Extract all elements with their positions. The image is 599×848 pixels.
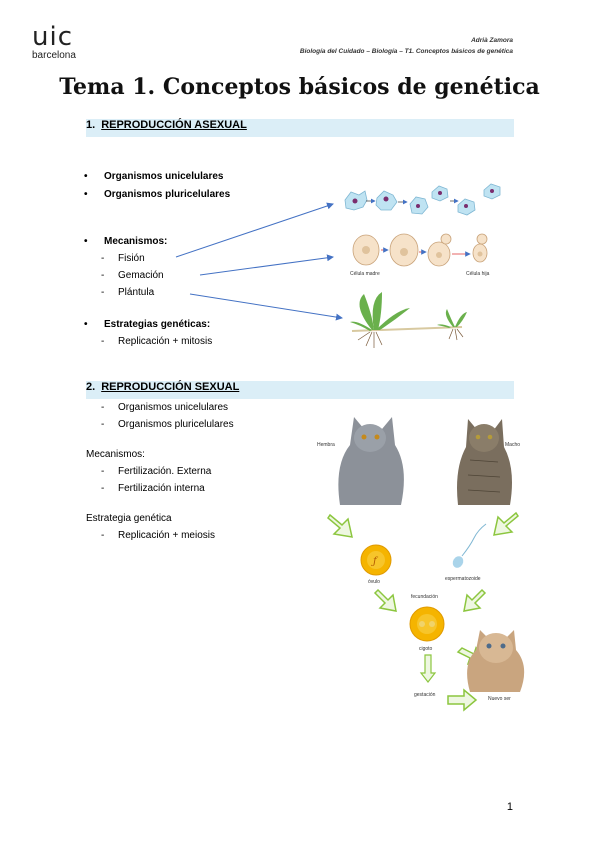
mechanisms-label: Mecanismos: [86, 449, 145, 460]
list-item: Fertilización. Externa [86, 466, 211, 477]
list-item: Gemación [86, 270, 164, 281]
list-item: Replicación + mitosis [86, 336, 212, 347]
uic-logo: uic [32, 22, 73, 52]
connector-arrow [175, 202, 334, 258]
page-number: 1 [506, 801, 513, 813]
list-item: Replicación + meiosis [86, 530, 215, 541]
male-label: Macho [505, 442, 520, 448]
female-label: Hembra [317, 442, 335, 448]
strategy-label: Estrategia genética [86, 513, 172, 524]
header-author: Adrià Zamora [471, 37, 513, 44]
section-heading-asexual: 1. REPRODUCCIÓN ASEXUAL [86, 119, 514, 137]
header-course: Biología del Cuidado – Biología – T1. Co… [299, 48, 513, 55]
list-item: Organismos pluricelulares [84, 189, 230, 200]
section-number: 2. [86, 381, 96, 393]
daughter-cell-label: Célula hija [466, 271, 490, 277]
section-title: REPRODUCCIÓN ASEXUAL [101, 119, 247, 131]
ovum-label: óvulo [368, 579, 380, 585]
budding-illustration: Célula madre Célula hija [350, 233, 490, 277]
plantlet-illustration [350, 292, 467, 348]
section-number: 1. [86, 119, 96, 131]
zygote-label: cigoto [419, 646, 433, 652]
section-title: REPRODUCCIÓN SEXUAL [101, 381, 240, 393]
male-cat-image [457, 419, 512, 505]
fertilization-label: fecundación [411, 594, 438, 600]
female-cat-image [338, 417, 404, 505]
strategies-label: Estrategias genéticas: [84, 319, 210, 330]
sperm-image [452, 523, 487, 568]
connector-arrow [189, 293, 343, 321]
list-item: Organismos unicelulares [84, 171, 223, 182]
newborn-label: Nuevo ser [488, 696, 511, 702]
list-item: Organismos unicelulares [86, 402, 228, 413]
down-arrow [419, 654, 437, 683]
green-flow-arrows [327, 511, 519, 712]
mechanisms-label: Mecanismos: [84, 236, 167, 247]
mother-cell-label: Célula madre [350, 271, 380, 277]
svg-text:ƒ: ƒ [371, 556, 379, 567]
list-item: Organismos pluricelulares [86, 419, 234, 430]
zygote-image [409, 606, 445, 642]
sperm-label: espermatozoide [445, 576, 481, 582]
gestation-label: gestación [414, 692, 436, 698]
fission-illustration [344, 183, 501, 216]
list-item: Plántula [86, 287, 154, 298]
list-item: Fertilización interna [86, 483, 205, 494]
sexual-reproduction-diagram: Hembra Macho ƒ óvulo [317, 417, 525, 712]
section-heading-sexual: 2. REPRODUCCIÓN SEXUAL [86, 381, 514, 399]
page-title: Tema 1. Conceptos básicos de genética [59, 74, 540, 100]
list-item: Fisión [86, 253, 145, 264]
connector-arrow [199, 254, 334, 276]
uic-logo-subtitle: barcelona [32, 50, 76, 61]
ovum-image: ƒ [360, 544, 392, 576]
kitten-image [467, 630, 525, 692]
